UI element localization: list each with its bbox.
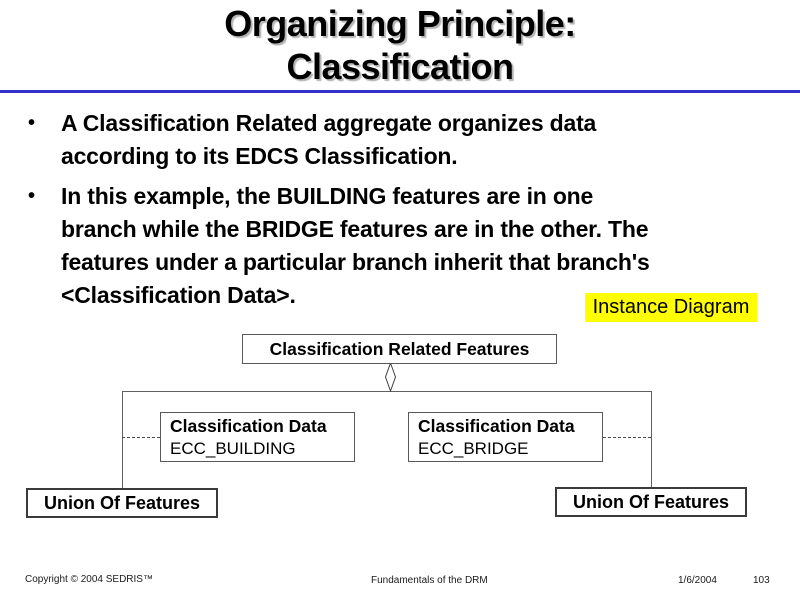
footer-document-title: Fundamentals of the DRM xyxy=(371,575,488,586)
classification-data-title: Classification Data xyxy=(418,416,575,436)
bullet-text: A Classification Related aggregate organ… xyxy=(61,107,596,173)
classification-data-code: ECC_BUILDING xyxy=(170,439,296,458)
bullet-2-line-1: In this example, the BUILDING features a… xyxy=(61,183,594,209)
bullet-text: In this example, the BUILDING features a… xyxy=(61,180,650,312)
classification-data-box-building: Classification Data ECC_BUILDING xyxy=(160,412,355,462)
aggregation-diamond-icon xyxy=(384,362,397,392)
slide-title-line-2: Classification xyxy=(286,46,514,87)
union-of-features-box-right: Union Of Features xyxy=(555,487,747,517)
classification-data-code: ECC_BRIDGE xyxy=(418,439,529,458)
bullet-list: • A Classification Related aggregate org… xyxy=(28,107,792,319)
bullet-item-2: • In this example, the BUILDING features… xyxy=(28,180,792,312)
footer-copyright: Copyright © 2004 SEDRIS™ xyxy=(25,574,153,585)
classification-data-title: Classification Data xyxy=(170,416,327,436)
bullet-item-1: • A Classification Related aggregate org… xyxy=(28,107,792,173)
bullet-marker: • xyxy=(28,112,36,134)
bullet-1-line-2: according to its EDCS Classification. xyxy=(61,143,458,169)
slide-title-line-1: Organizing Principle: xyxy=(224,3,576,44)
bullet-2-line-4: <Classification Data>. xyxy=(61,282,296,308)
title-divider-rule xyxy=(0,90,800,93)
left-dashed-connector xyxy=(122,437,160,438)
bullet-marker: • xyxy=(28,185,36,207)
right-branch-vertical-connector xyxy=(651,391,652,487)
branch-horizontal-connector xyxy=(122,391,652,392)
root-box-classification-related-features: Classification Related Features xyxy=(242,334,557,364)
union-of-features-box-left: Union Of Features xyxy=(26,488,218,518)
right-dashed-connector xyxy=(603,437,651,438)
bullet-2-line-2: branch while the BRIDGE features are in … xyxy=(61,216,649,242)
bullet-1-line-1: A Classification Related aggregate organ… xyxy=(61,110,597,136)
footer-date: 1/6/2004 xyxy=(678,575,717,586)
bullet-2-line-3: features under a particular branch inher… xyxy=(61,249,650,275)
left-branch-vertical-connector xyxy=(122,391,123,488)
footer-page-number: 103 xyxy=(753,575,770,586)
instance-diagram-tag: Instance Diagram xyxy=(585,293,757,322)
slide-title: Organizing Principle: Classification xyxy=(0,2,800,88)
classification-data-box-bridge: Classification Data ECC_BRIDGE xyxy=(408,412,603,462)
